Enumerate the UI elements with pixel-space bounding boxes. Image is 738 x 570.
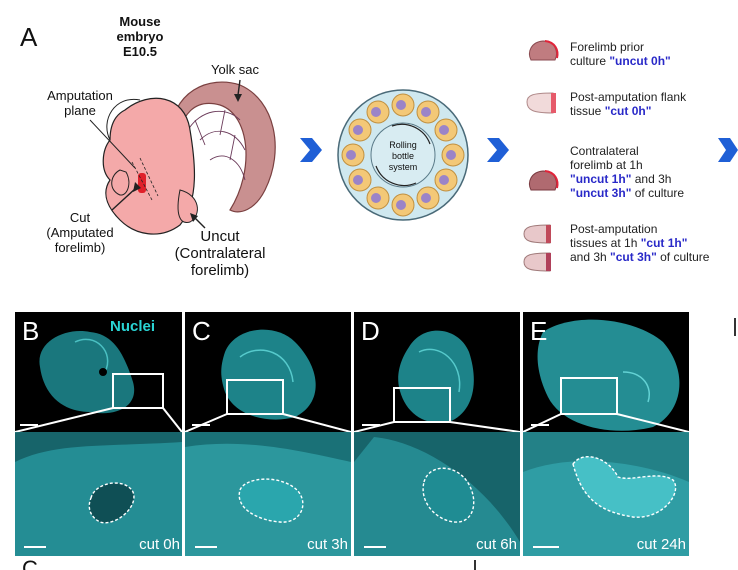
- rolling-line3: system: [388, 162, 418, 172]
- micro-label-c: cut 3h: [307, 536, 348, 553]
- panel-letter-e: E: [530, 316, 548, 346]
- yolk-sac-vessels: [187, 109, 246, 181]
- chevron-right-icon: [300, 138, 322, 162]
- yolk-sac-label: Yolk sac: [211, 62, 259, 77]
- legend-2-post: of culture: [631, 186, 685, 200]
- cut-label-line1: Cut: [69, 210, 91, 225]
- tissue-icon-cut-1h: [523, 224, 551, 244]
- scale-bar: [195, 546, 217, 548]
- nuclei-channel-label: Nuclei: [110, 318, 156, 335]
- amputation-plane-line2: plane: [64, 103, 96, 118]
- legend-1-pre2: tissue: [570, 104, 605, 118]
- rolling-bottle-diagram: [337, 89, 469, 221]
- bottle-embryos: [346, 100, 456, 210]
- micro-panel-c: [185, 312, 351, 556]
- cut-label-line3: forelimb): [54, 240, 106, 255]
- legend-2-pre: Contralateral: [570, 144, 639, 158]
- tissue-icon-cut-0h: [526, 92, 556, 114]
- amputation-plane-label: Amputation plane: [40, 88, 120, 118]
- tissue-icon-cut-3h: [523, 252, 551, 272]
- scale-bar: [362, 424, 380, 426]
- rolling-line1: Rolling: [389, 140, 417, 150]
- uncut-label: Uncut (Contralateral forelimb): [165, 228, 275, 279]
- micro-image-c: [185, 329, 351, 556]
- legend-3-pre2: tissues at 1h: [570, 236, 641, 250]
- panel-letter-next: C: [22, 556, 38, 570]
- micro-panel-b: [15, 312, 182, 556]
- uncut-label-line2: (Contralateral: [174, 245, 266, 262]
- limb-icon-uncut-0h: [529, 40, 559, 61]
- legend-3-hl1: "cut 1h": [640, 236, 688, 250]
- legend-item-cut-1h-3h: Post-amputation tissues at 1h "cut 1h" a…: [570, 222, 710, 264]
- embryo-head: [106, 98, 141, 141]
- legend-1-hl1: "cut 0h": [604, 104, 652, 118]
- limb-icon-uncut-1h: [529, 170, 559, 191]
- legend-3-pre: Post-amputation: [570, 222, 658, 236]
- micro-label-d: cut 6h: [476, 536, 517, 553]
- amputation-dashes: [131, 157, 159, 201]
- chevron-right-icon: [487, 138, 509, 162]
- micro-label-e: cut 24h: [636, 536, 686, 553]
- panel-letter-c: C: [192, 316, 211, 346]
- micro-panel-d: [354, 312, 520, 556]
- scale-bar: [20, 424, 38, 426]
- legend-3-post: of culture: [656, 250, 710, 264]
- embryo-title-line1: Mouse embryo: [116, 14, 164, 44]
- legend-2-hl2: "uncut 3h": [570, 186, 632, 200]
- legend-3-hl2: "cut 3h": [610, 250, 657, 264]
- cut-label: Cut (Amputated forelimb): [30, 210, 130, 255]
- amputation-plane-line1: Amputation: [47, 88, 113, 103]
- bottom-partial-mark: [474, 560, 476, 570]
- legend-item-uncut-0h: Forelimb prior culture "uncut 0h": [570, 40, 710, 68]
- legend-0-pre: Forelimb prior: [570, 40, 645, 54]
- scale-bar: [533, 546, 559, 548]
- uncut-label-line3: forelimb): [190, 262, 250, 279]
- embryo-illustration: [89, 79, 276, 235]
- legend-0-pre2: culture: [570, 54, 610, 68]
- legend-3-mid: and 3h: [570, 250, 611, 264]
- rolling-bottle-label: Rolling bottle system: [373, 140, 433, 173]
- micro-label-b: cut 0h: [139, 536, 180, 553]
- chevron-right-icon: [718, 138, 738, 162]
- legend-item-cut-0h: Post-amputation flank tissue "cut 0h": [570, 90, 720, 118]
- legend-2-hl1: "uncut 1h": [570, 172, 632, 186]
- legend-1-pre: Post-amputation flank: [570, 90, 687, 104]
- scale-bar: [24, 546, 46, 548]
- embryo-title-line2: E10.5: [123, 44, 157, 59]
- scale-bar: [364, 546, 386, 548]
- cut-limb: [111, 169, 130, 196]
- legend-item-uncut-1h-3h: Contralateral forelimb at 1h "uncut 1h" …: [570, 144, 690, 200]
- legend-2-pre2: forelimb at 1h: [570, 158, 643, 172]
- cut-label-line2: (Amputated: [46, 225, 114, 240]
- scale-bar: [531, 424, 549, 426]
- rolling-line2: bottle: [391, 151, 415, 161]
- uncut-label-line1: Uncut: [200, 228, 240, 245]
- embryo-title: Mouse embryo E10.5: [100, 14, 180, 59]
- micro-image-d: [354, 330, 520, 556]
- legend-2-mid: and 3h: [631, 172, 672, 186]
- legend-0-hl1: "uncut 0h": [609, 54, 671, 68]
- yolk-sac-shape: [169, 81, 276, 213]
- panel-letter-d: D: [361, 316, 380, 346]
- micro-panel-e: [523, 312, 689, 556]
- micro-image-b: [15, 331, 182, 556]
- panel-letter-a: A: [20, 22, 38, 52]
- next-panel-edge: [734, 318, 736, 336]
- micro-image-e: [523, 319, 689, 556]
- panel-letter-b: B: [22, 316, 40, 346]
- scale-bar: [192, 424, 210, 426]
